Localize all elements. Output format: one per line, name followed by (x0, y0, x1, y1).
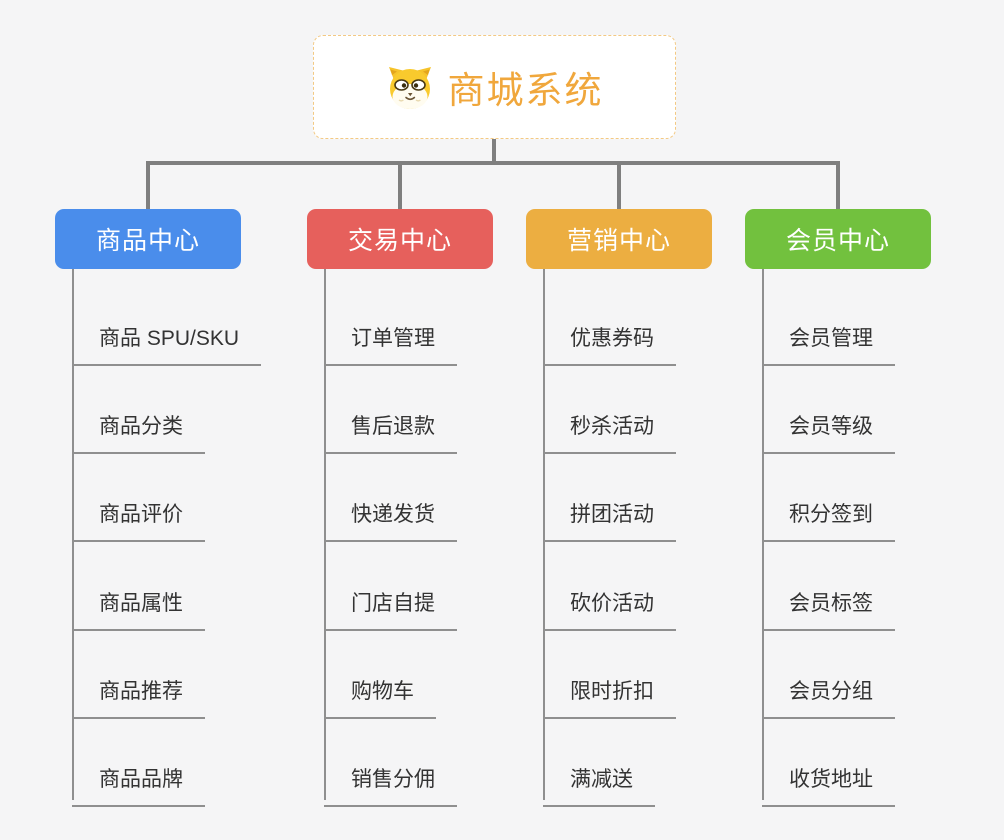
branch-node-marketing-center[interactable]: 营销中心 (526, 209, 712, 269)
connector-drop (398, 161, 402, 210)
leaf-node[interactable]: 门店自提 (324, 587, 457, 631)
branch-label: 商品中心 (95, 227, 200, 255)
leaf-node[interactable]: 会员分组 (762, 675, 895, 719)
leaf-node[interactable]: 商品品牌 (72, 763, 205, 807)
connector-drop (617, 161, 621, 210)
branch-label: 交易中心 (347, 227, 452, 255)
root-connector-stub (492, 139, 496, 165)
leaf-node[interactable]: 会员等级 (762, 410, 895, 454)
leaf-node[interactable]: 秒杀活动 (543, 410, 676, 454)
branch-node-member-center[interactable]: 会员中心 (745, 209, 931, 269)
leaf-node[interactable]: 砍价活动 (543, 587, 676, 631)
leaf-node[interactable]: 优惠券码 (543, 322, 676, 366)
branch-node-product-center[interactable]: 商品中心 (55, 209, 241, 269)
leaf-node[interactable]: 订单管理 (324, 322, 457, 366)
root-title: 商城系统 (447, 70, 604, 111)
leaf-node[interactable]: 售后退款 (324, 410, 457, 454)
leaf-node[interactable]: 限时折扣 (543, 675, 676, 719)
branch-trunk-line (762, 269, 764, 800)
branch-node-trade-center[interactable]: 交易中心 (307, 209, 493, 269)
branch-label: 会员中心 (785, 227, 890, 255)
connector-horizontal-bar (146, 161, 840, 165)
leaf-node[interactable]: 满减送 (543, 763, 655, 807)
leaf-node[interactable]: 快递发货 (324, 498, 457, 542)
leaf-node[interactable]: 会员标签 (762, 587, 895, 631)
connector-drop (146, 161, 150, 210)
leaf-node[interactable]: 收货地址 (762, 763, 895, 807)
dog-face-icon (386, 64, 434, 110)
leaf-node[interactable]: 会员管理 (762, 322, 895, 366)
leaf-node[interactable]: 商品推荐 (72, 675, 205, 719)
branch-trunk-line (72, 269, 74, 800)
leaf-node[interactable]: 商品属性 (72, 587, 205, 631)
branch-trunk-line (543, 269, 545, 800)
leaf-node[interactable]: 购物车 (324, 675, 436, 719)
leaf-node[interactable]: 商品 SPU/SKU (72, 322, 262, 366)
leaf-node[interactable]: 积分签到 (762, 498, 895, 542)
leaf-node[interactable]: 拼团活动 (543, 498, 676, 542)
root-node[interactable]: 商城系统 (313, 35, 676, 139)
leaf-node[interactable]: 商品分类 (72, 410, 205, 454)
branch-trunk-line (324, 269, 326, 800)
leaf-node[interactable]: 销售分佣 (324, 763, 457, 807)
connector-drop (836, 161, 840, 210)
branch-label: 营销中心 (566, 227, 671, 255)
leaf-node[interactable]: 商品评价 (72, 498, 205, 542)
